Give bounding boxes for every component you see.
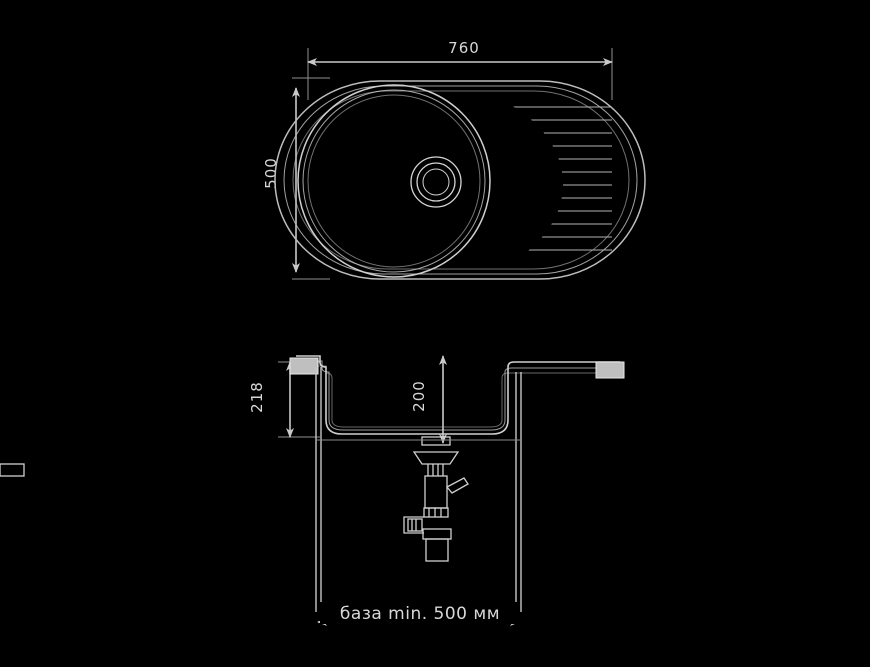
dimension-bowl-depth-label: 200 <box>410 380 428 412</box>
extension-lines <box>292 48 613 280</box>
dimension-width-label: 760 <box>448 39 480 57</box>
dimension-bowl-depth-200: 200 <box>410 355 447 444</box>
sink-oval-outline <box>274 80 646 280</box>
siphon-trap-assembly <box>0 436 469 562</box>
countertop-ticks <box>289 357 625 379</box>
dimension-section-height-label: 218 <box>248 381 266 413</box>
dimension-base-500: база min. 500 мм <box>317 602 520 626</box>
section-view-group: 218 200 <box>0 355 625 626</box>
drain-hole <box>410 156 462 208</box>
sink-section-profile <box>296 355 620 435</box>
base-note-label: база min. 500 мм <box>340 604 500 624</box>
dimension-width-760: 760 <box>307 36 613 66</box>
sink-bowl <box>297 84 491 278</box>
cabinet-walls <box>315 367 522 612</box>
